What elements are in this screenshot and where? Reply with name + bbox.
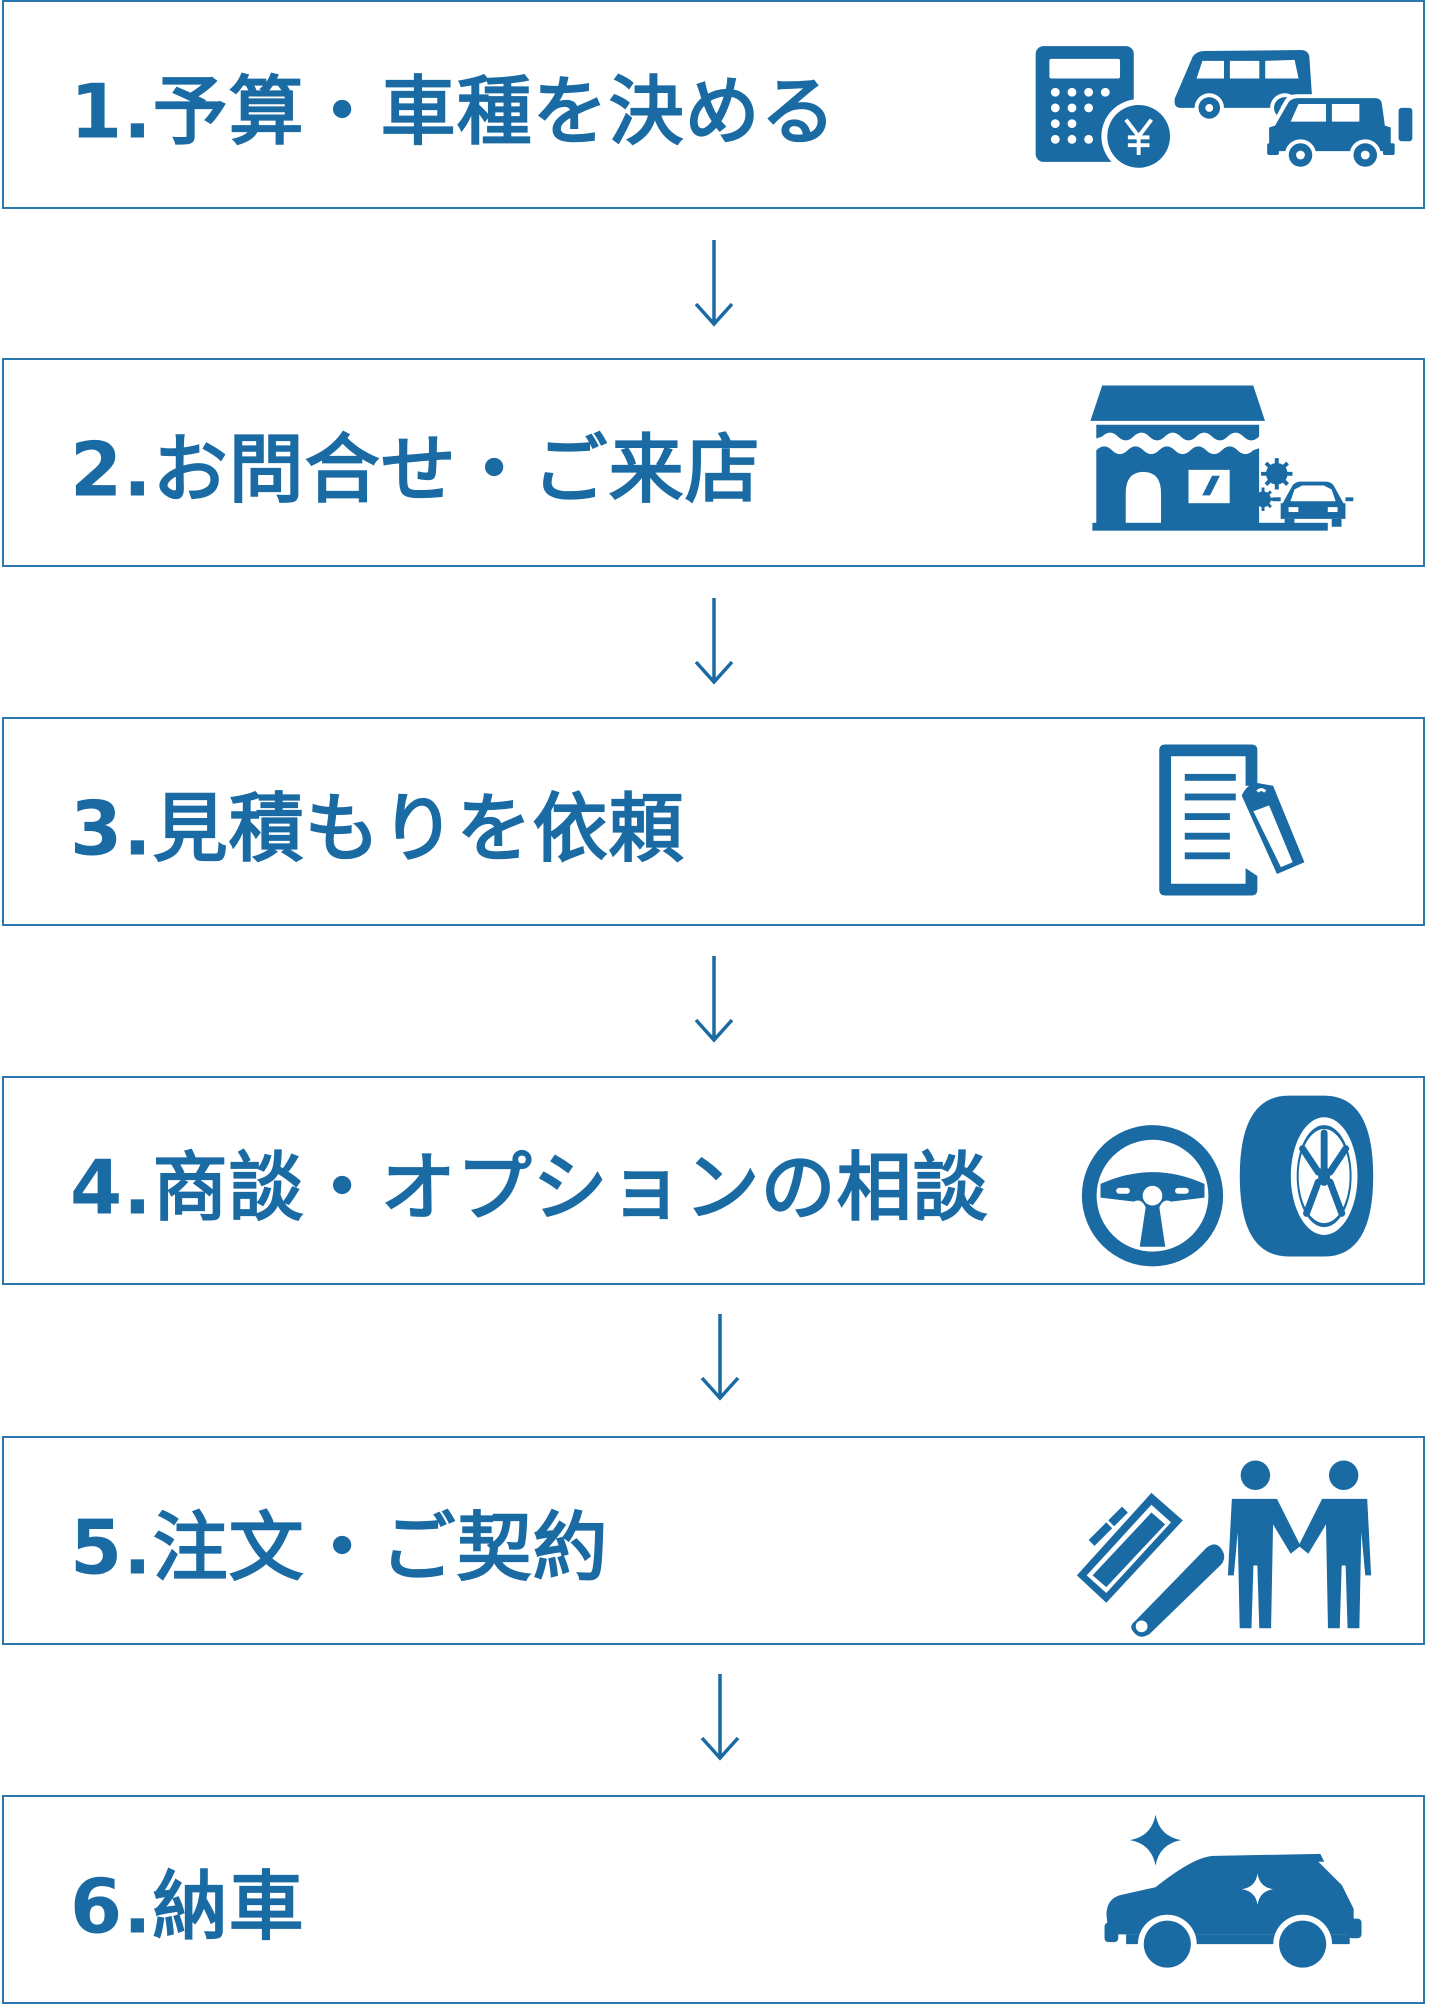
- step-1: 1.予算・車種を決める: [2, 0, 1425, 209]
- calculator-yen-cars-icon: [1024, 2, 1424, 207]
- flow-arrow-4: [690, 1306, 750, 1406]
- step-4: 4.商談・オプションの相談: [2, 1076, 1425, 1285]
- steering-wheel-tire-icon: [1064, 1078, 1394, 1283]
- flow-arrow-2: [684, 590, 744, 690]
- flow-arrow-3: [684, 948, 744, 1048]
- step-6-label: 6.納車: [70, 1862, 305, 1950]
- step-5-label: 5.注文・ご契約: [70, 1503, 609, 1591]
- step-2-label: 2.お問合せ・ご来店: [70, 425, 761, 513]
- step-3: 3.見積もりを依頼: [2, 717, 1425, 926]
- flow-arrow-5: [690, 1666, 750, 1766]
- contract-handshake-icon: [1064, 1438, 1384, 1643]
- step-1-label: 1.予算・車種を決める: [70, 67, 837, 155]
- step-4-label: 4.商談・オプションの相談: [70, 1143, 989, 1231]
- estimate-document-pen-icon: [1134, 719, 1314, 924]
- flow-arrow-1: [684, 232, 744, 332]
- sparkling-car-icon: [1094, 1797, 1374, 2002]
- step-5: 5.注文・ご契約: [2, 1436, 1425, 1645]
- step-2: 2.お問合せ・ご来店: [2, 358, 1425, 567]
- dealership-store-icon: [1064, 360, 1364, 565]
- step-3-label: 3.見積もりを依頼: [70, 784, 685, 872]
- step-6: 6.納車: [2, 1795, 1425, 2004]
